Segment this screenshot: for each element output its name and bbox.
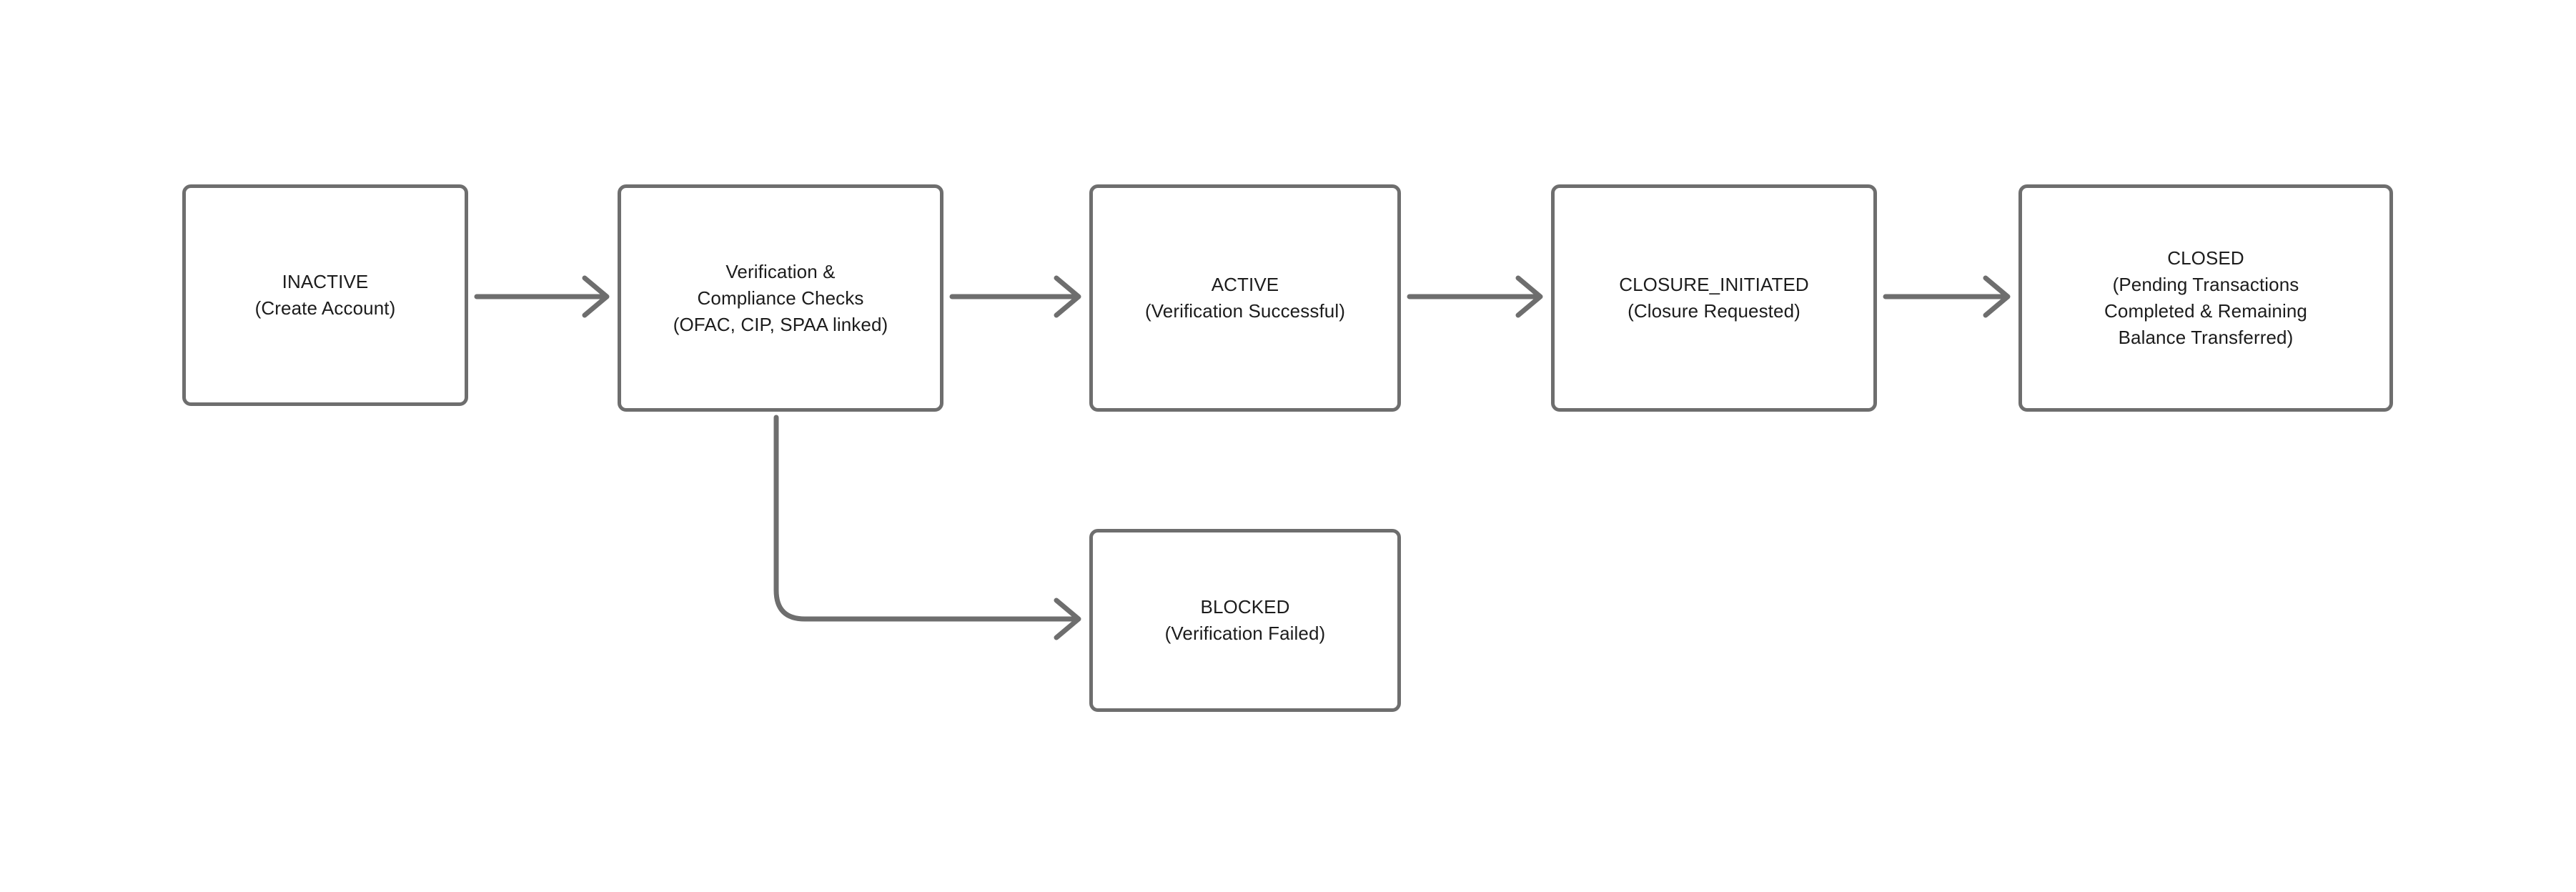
edge-verification-to-blocked	[773, 415, 1081, 640]
node-closed-label: CLOSED (Pending Transactions Completed &…	[2104, 247, 2307, 348]
arrowhead-icon	[1054, 598, 1081, 640]
node-closed[interactable]: CLOSED (Pending Transactions Completed &…	[2018, 184, 2393, 412]
arrowhead-icon	[1054, 275, 1081, 318]
node-active[interactable]: ACTIVE (Verification Successful)	[1089, 184, 1401, 412]
edge-active-to-closure-initiated	[1407, 275, 1543, 318]
node-active-label: ACTIVE (Verification Successful)	[1145, 274, 1345, 322]
arrowhead-icon	[1515, 275, 1543, 318]
arrowhead-icon	[582, 275, 610, 318]
edge-closure-initiated-to-closed	[1883, 275, 2011, 318]
node-inactive-label: INACTIVE (Create Account)	[254, 271, 396, 319]
node-blocked[interactable]: BLOCKED (Verification Failed)	[1089, 529, 1401, 712]
edge-verification-to-active	[949, 275, 1081, 318]
node-closure-initiated[interactable]: CLOSURE_INITIATED (Closure Requested)	[1551, 184, 1877, 412]
node-closure-initiated-label: CLOSURE_INITIATED (Closure Requested)	[1619, 274, 1809, 322]
node-verification-compliance-checks-label: Verification & Compliance Checks (OFAC, …	[673, 260, 888, 335]
node-blocked-label: BLOCKED (Verification Failed)	[1164, 596, 1326, 644]
node-verification-compliance-checks[interactable]: Verification & Compliance Checks (OFAC, …	[618, 184, 943, 412]
edge-inactive-to-verification	[474, 275, 610, 318]
node-inactive[interactable]: INACTIVE (Create Account)	[182, 184, 468, 406]
arrowhead-icon	[1983, 275, 2011, 318]
